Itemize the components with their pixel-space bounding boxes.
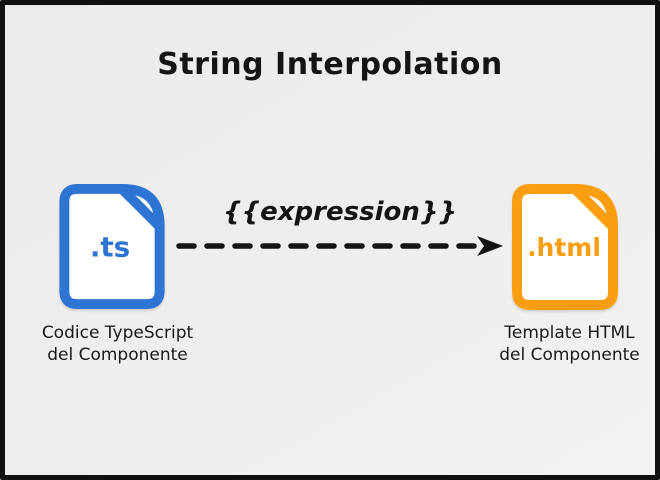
ts-caption: Codice TypeScript del Componente (15, 322, 220, 366)
file-body (59, 183, 165, 310)
arrowhead-icon (477, 236, 503, 256)
node-html-file: .html (510, 181, 620, 313)
html-file-icon: .html (512, 184, 618, 310)
file-fold-crease (571, 185, 617, 231)
ts-caption-line2: del Componente (47, 345, 188, 365)
diagram-title: String Interpolation (157, 47, 503, 82)
file-extension-label: .html (527, 233, 601, 262)
html-caption-line1: Template HTML (504, 323, 635, 343)
typescript-file-icon: .ts (59, 183, 165, 310)
html-caption: Template HTML del Componente (467, 322, 655, 366)
expression-label: {{expression}} (223, 197, 457, 227)
ts-caption-line1: Codice TypeScript (41, 323, 194, 343)
file-fold-crease (117, 184, 164, 231)
file-extension-label: .ts (90, 230, 130, 263)
node-typescript-file: .ts (57, 182, 167, 311)
file-body (512, 184, 618, 310)
dashed-arrow (176, 236, 503, 256)
html-caption-line2: del Componente (499, 345, 640, 365)
